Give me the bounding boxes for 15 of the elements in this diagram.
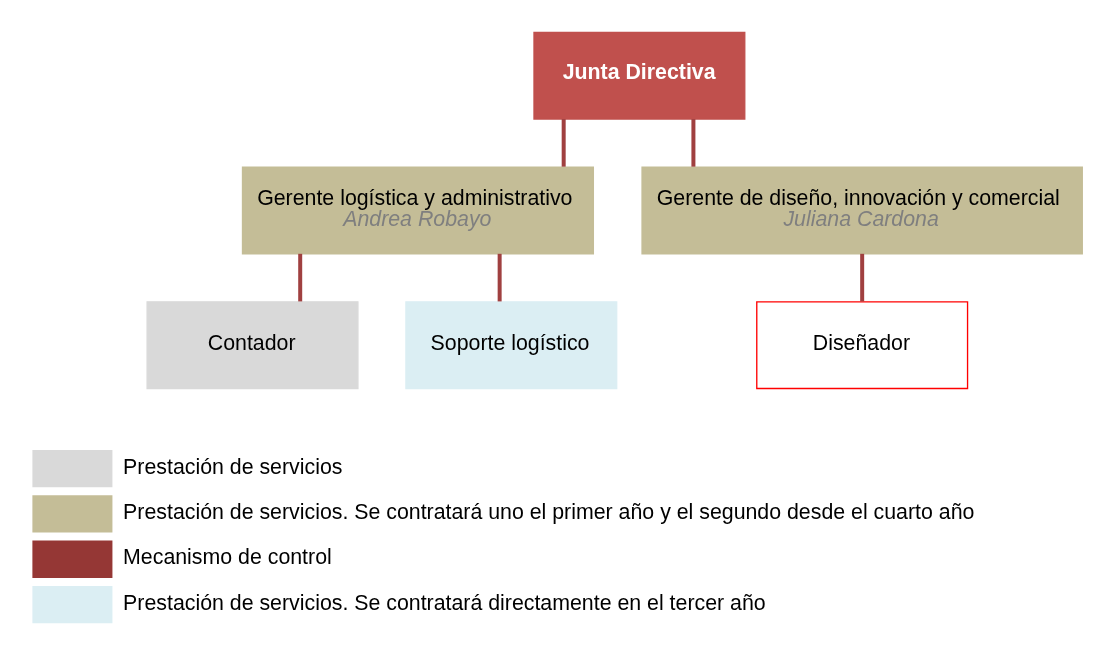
legend-label: Prestación de servicios. Se contratará uno el primer año y el segundo desde el cuarto año — [123, 500, 975, 524]
node-box: Gerente de diseño, innovación y comercial Juliana Cardona — [641, 166, 1083, 255]
legend-label: Prestación de servicios. Se contratará directamente en el tercer año — [123, 590, 766, 615]
connector — [497, 253, 502, 302]
legend-label: Prestación de servicios — [123, 454, 343, 479]
connector — [561, 119, 566, 167]
connector — [691, 119, 696, 167]
legend-label: Mecanismo de control — [123, 545, 332, 570]
node-box: Contador — [146, 301, 359, 390]
node-box: Soporte logístico — [405, 301, 618, 390]
node-box: Diseñador — [756, 301, 969, 390]
connector — [860, 253, 865, 302]
connector — [298, 253, 303, 302]
node-box: Gerente logística y administrativo Andrea Robayo — [241, 166, 595, 255]
node-box: Junta Directiva — [533, 31, 746, 120]
